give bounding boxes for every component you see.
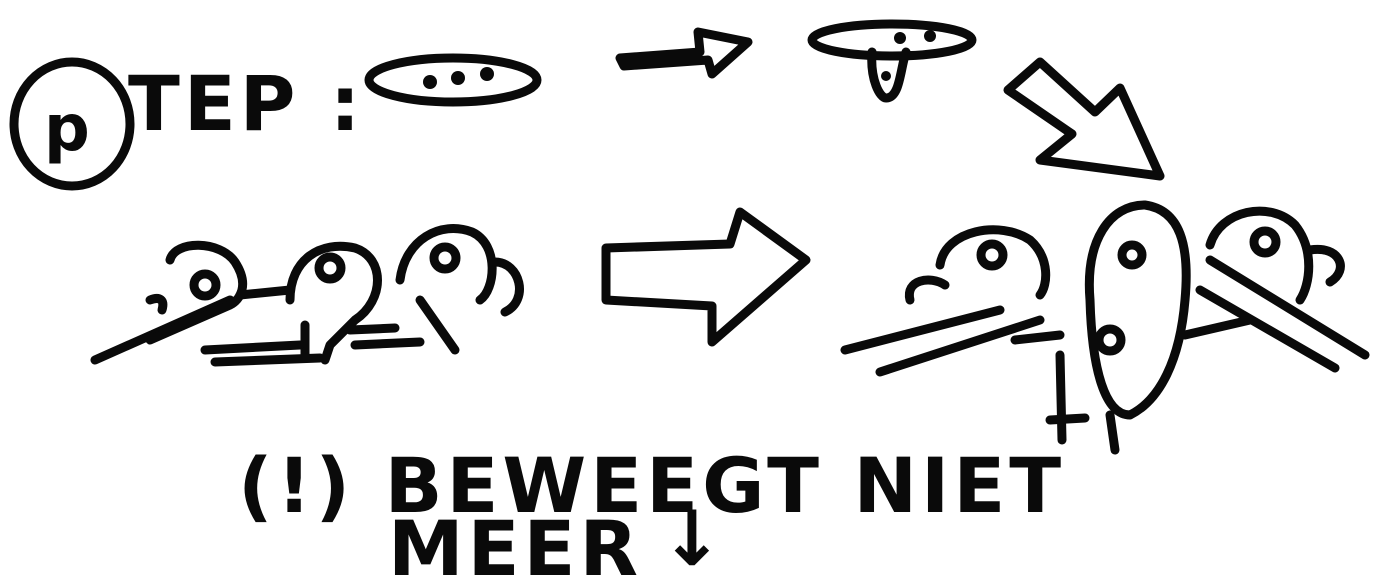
circled-symbol: p	[14, 62, 130, 186]
circled-symbol-glyph: p	[44, 92, 90, 166]
stage-4-spread-heads	[845, 205, 1365, 450]
note-line-2: MEER	[388, 504, 642, 583]
stage-3-three-heads	[95, 229, 519, 362]
note-line-2-suffix: ↓	[660, 494, 728, 583]
arrow-right-1-icon	[620, 32, 748, 74]
note-line-1: (!) BEWEEGT NIET	[238, 441, 1065, 530]
stage-1-oval	[369, 58, 537, 102]
arrow-right-2-icon	[606, 212, 806, 342]
arrow-down-right-icon	[1008, 62, 1160, 176]
stage-2-oval	[812, 24, 972, 98]
title-label: TEP :	[128, 59, 364, 148]
